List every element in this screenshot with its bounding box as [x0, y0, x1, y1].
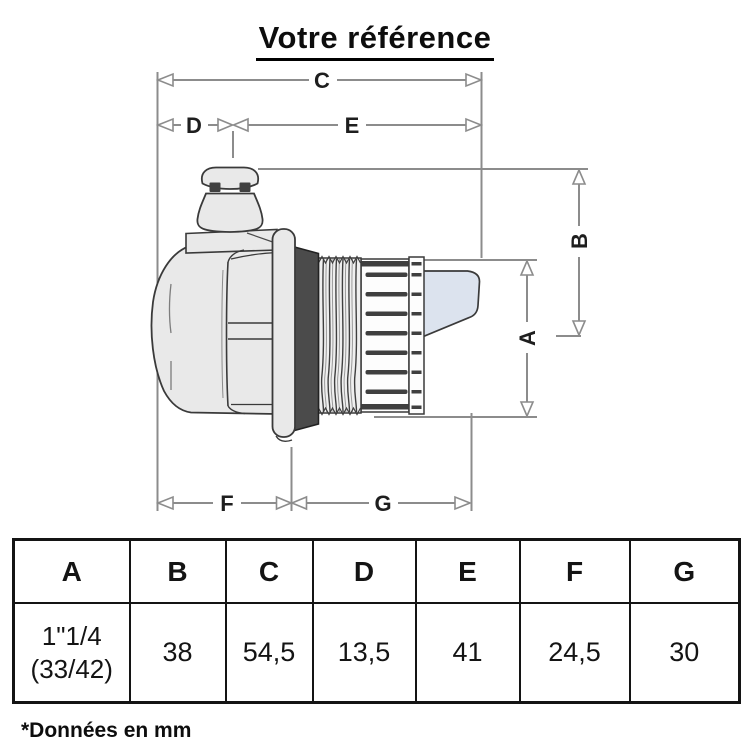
hex-nut-face — [225, 249, 278, 415]
arrow-c-right — [465, 72, 484, 88]
air-vent-valve — [150, 166, 481, 443]
dimension-labels: C D E F G B A — [186, 68, 592, 516]
arrow-d-left — [155, 117, 174, 133]
cell-value-a-line1: 1"1/4 — [41, 620, 102, 651]
arrow-f-left — [155, 495, 174, 511]
thread-crest-top — [317, 255, 362, 265]
valve-body — [150, 228, 278, 415]
cell-value-b: 38 — [128, 602, 227, 704]
spec-table: A B C D E F G 1"1/4 (33/42) 38 54,5 13,5… — [12, 538, 741, 704]
thread-crest-bottom — [317, 406, 362, 416]
arrow-a-top — [519, 258, 535, 276]
dim-label-f: F — [220, 491, 233, 516]
dim-label-c: C — [314, 68, 330, 93]
col-header-b: B — [128, 538, 227, 604]
arrow-e-left — [231, 117, 249, 133]
dimension-arrowheads — [155, 72, 587, 511]
spec-table-value-row: 1"1/4 (33/42) 38 54,5 13,5 41 24,5 30 — [12, 602, 741, 704]
dim-label-g: G — [374, 491, 391, 516]
arrow-e-right — [465, 117, 484, 133]
dim-label-a: A — [515, 330, 540, 346]
col-header-g: G — [628, 538, 741, 604]
spec-table-header-row: A B C D E F G — [12, 538, 741, 604]
col-header-f: F — [518, 538, 631, 604]
arrow-b-top — [571, 167, 587, 185]
arrow-g-left — [289, 495, 308, 511]
spline-section — [360, 256, 425, 415]
valve-cap — [196, 166, 264, 233]
arrow-c-left — [155, 72, 174, 88]
units-footnote: *Données en mm — [21, 719, 192, 742]
cell-value-g: 30 — [628, 602, 741, 704]
col-header-a: A — [12, 538, 131, 604]
dim-label-b: B — [567, 233, 592, 249]
cap-notch-right — [239, 182, 251, 192]
body-highlight — [168, 283, 172, 390]
arrow-b-bottom — [571, 320, 587, 338]
col-header-d: D — [311, 538, 417, 604]
cell-value-a: 1"1/4 (33/42) — [12, 602, 131, 704]
dimension-lines — [156, 72, 588, 511]
page-title-text: Votre référence — [255, 20, 495, 61]
page-title: Votre référence — [0, 20, 750, 61]
spline-end-ring — [408, 256, 425, 415]
cell-value-f: 24,5 — [518, 602, 631, 704]
clip — [422, 270, 481, 337]
cap-notch-left — [209, 182, 221, 192]
arrow-f-right — [275, 495, 294, 511]
locknut-dark-flange — [293, 246, 320, 432]
dim-label-e: E — [345, 113, 360, 138]
arrow-d-right — [217, 117, 235, 133]
spline-ribs — [361, 261, 422, 410]
body-collar — [185, 228, 278, 254]
flange-disc — [271, 228, 296, 443]
arrow-a-bottom — [519, 401, 535, 419]
col-header-c: C — [224, 538, 314, 604]
cell-value-e: 41 — [414, 602, 521, 704]
cell-value-a-line2: (33/42) — [30, 653, 113, 684]
arrow-g-right — [454, 495, 473, 511]
cell-value-c: 54,5 — [224, 602, 314, 704]
dim-label-d: D — [186, 113, 202, 138]
thread-section — [317, 255, 362, 416]
cap-stem — [196, 192, 264, 233]
col-header-e: E — [414, 538, 521, 604]
technical-drawing: C D E F G B A — [150, 68, 592, 516]
cell-value-d: 13,5 — [311, 602, 417, 704]
